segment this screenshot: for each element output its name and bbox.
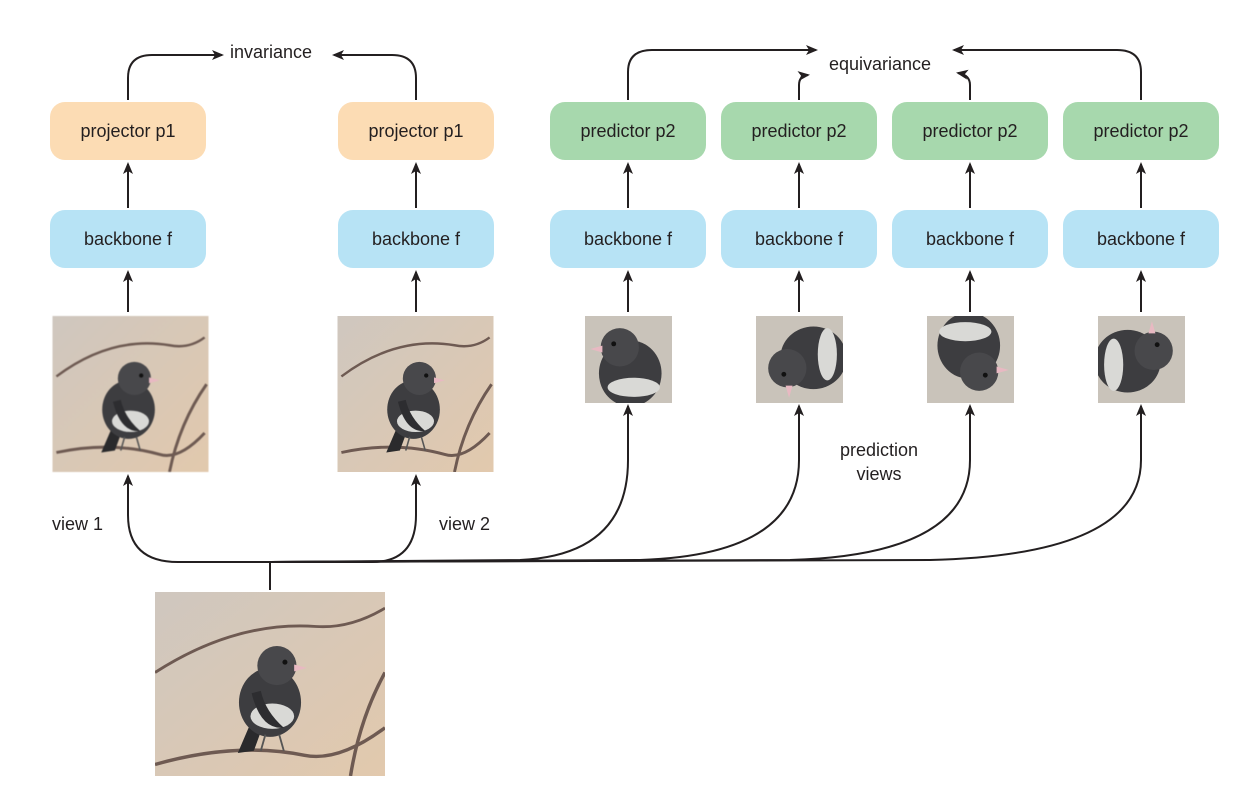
projector-p1-box-1: projector p1 [50, 102, 206, 160]
arrow-source-to-view-6 [269, 404, 1146, 563]
backbone-f-box-6: backbone f [1063, 210, 1219, 268]
predictor-p2-box-3: predictor p2 [892, 102, 1048, 160]
predictor-p2-label: predictor p2 [580, 120, 676, 141]
backbone-f-box-1: backbone f [50, 210, 206, 268]
predictor-p2-label: predictor p2 [1093, 120, 1189, 141]
equivariance-label: equivariance [829, 54, 932, 74]
predictor-p2-box-4: predictor p2 [1063, 102, 1219, 160]
prediction-view-image-4 [1098, 316, 1185, 403]
projector-p1-box-2: projector p1 [338, 102, 494, 160]
view-1-label: view 1 [52, 514, 104, 534]
projector-p1-label: projector p1 [80, 120, 176, 141]
prediction-view-image-1 [585, 316, 672, 403]
predictor-p2-box-1: predictor p2 [550, 102, 706, 160]
projector-p1-label: projector p1 [368, 120, 464, 141]
backbone-f-box-2: backbone f [338, 210, 494, 268]
arrow-source-to-view-1 [123, 474, 270, 563]
invariance-label: invariance [230, 42, 313, 62]
backbone-f-box-5: backbone f [892, 210, 1048, 268]
backbone-f-box-3: backbone f [550, 210, 706, 268]
backbone-f-label: backbone f [583, 228, 673, 249]
predictor-p2-box-2: predictor p2 [721, 102, 877, 160]
arrow-source-to-view-5 [269, 404, 975, 563]
arrow-source-to-view-3 [269, 404, 633, 563]
prediction-views-label-line1: prediction [839, 440, 919, 460]
view-2-image [337, 316, 494, 472]
source-bird-image [155, 592, 385, 776]
arrow-head5-to-equivariance [956, 69, 971, 100]
prediction-views-label-line2: views [856, 464, 902, 484]
prediction-view-image-3 [927, 316, 1014, 403]
arrow-source-to-view-4 [269, 404, 804, 563]
arrow-head4-to-equivariance [797, 71, 810, 100]
backbone-f-box-4: backbone f [721, 210, 877, 268]
backbone-f-label: backbone f [371, 228, 461, 249]
arrow-head6-to-equivariance [952, 45, 1142, 100]
predictor-p2-label: predictor p2 [751, 120, 847, 141]
arrow-head2-to-invariance [332, 50, 417, 100]
prediction-view-image-2 [756, 316, 843, 403]
backbone-f-label: backbone f [754, 228, 844, 249]
view-2-label: view 2 [439, 514, 491, 534]
view-1-image [52, 316, 209, 472]
predictor-p2-label: predictor p2 [922, 120, 1018, 141]
backbone-f-label: backbone f [925, 228, 1015, 249]
backbone-f-label: backbone f [83, 228, 173, 249]
arrow-source-to-view-2 [270, 474, 421, 563]
backbone-f-label: backbone f [1096, 228, 1186, 249]
arrow-head3-to-equivariance [627, 45, 818, 100]
arrow-head1-to-invariance [127, 50, 224, 100]
